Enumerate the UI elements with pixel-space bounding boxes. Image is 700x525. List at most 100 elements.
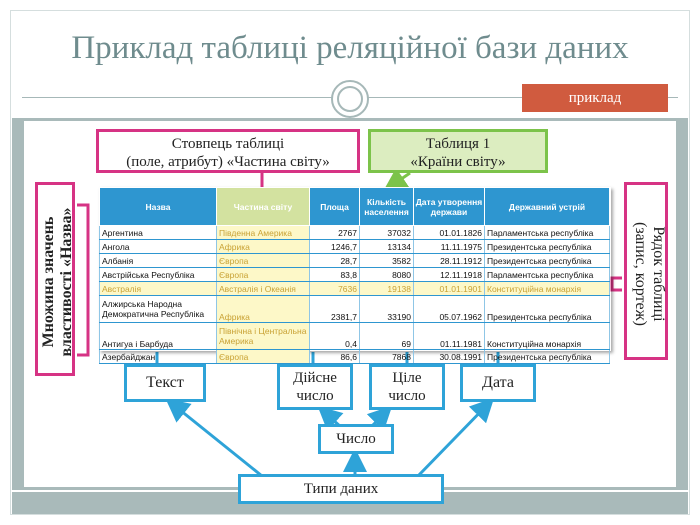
cell-continent: Африка: [216, 295, 310, 323]
table-callout: Таблиця 1 «Країни світу»: [368, 129, 548, 173]
cell-government: Президентська республіка: [484, 295, 610, 323]
cell-population: 33190: [359, 295, 414, 323]
date-type-box: Дата: [460, 364, 536, 402]
table-row: Ангола Африка 1246,7 13134 11.11.1975 Пр…: [99, 239, 610, 254]
cell-population: 69: [359, 322, 414, 350]
cell-name: Азербайджан: [99, 349, 217, 364]
cell-founded: 28.11.1912: [413, 253, 485, 268]
types-to-text-arrow: [165, 398, 263, 478]
value-set-callout: Множина значень властивості «Назва»: [35, 182, 75, 376]
real-type-box: Дійсне число: [277, 364, 353, 410]
row-bracket: [610, 276, 622, 292]
table-callout-line1: Таблиця 1: [425, 136, 491, 152]
header-founded: Дата утворення держави: [413, 187, 485, 226]
cell-government: Президентська республіка: [484, 239, 610, 254]
cell-continent: Південна Америка: [216, 225, 310, 240]
text-type-label: Текст: [146, 374, 184, 391]
number-type-box: Число: [318, 424, 394, 454]
cell-founded: 12.11.1918: [413, 267, 485, 282]
cell-government: Конституційна монархія: [484, 281, 610, 296]
table-callout-line2: «Країни світу»: [410, 154, 506, 170]
cell-continent: Європа: [216, 253, 310, 268]
slide-border: [10, 10, 690, 515]
cell-area: 1246,7: [309, 239, 360, 254]
cell-area: 2767: [309, 225, 360, 240]
cell-continent: Австралія і Океанія: [216, 281, 310, 296]
data-types-box: Типи даних: [238, 474, 444, 504]
cell-area: 7636: [309, 281, 360, 296]
table-row: Албанія Європа 28,7 3582 28.11.1912 През…: [99, 253, 610, 268]
real-type-line1: Дійсне: [293, 370, 337, 386]
row-callout: Рядок таблиці (запис, кортеж): [624, 182, 668, 360]
types-to-date-arrow: [416, 397, 495, 478]
cell-population: 37032: [359, 225, 414, 240]
cell-continent: Африка: [216, 239, 310, 254]
cell-area: 86,6: [309, 349, 360, 364]
row-callout-text: Рядок таблиці (запис, кортеж): [631, 185, 667, 363]
cell-area: 28,7: [309, 253, 360, 268]
column-callout: Стовпець таблиці (поле, атрибут) «Частин…: [96, 129, 360, 173]
data-types-label: Типи даних: [303, 481, 379, 497]
row-callout-line2: (запис, кортеж): [632, 222, 649, 326]
cell-government: Парламентська республіка: [484, 225, 610, 240]
column-callout-line1: Стовпець таблиці: [171, 136, 285, 152]
cell-name: Австрійська Республіка: [99, 267, 217, 282]
cell-founded: 30.08.1991: [413, 349, 485, 364]
table-row: Азербайджан Європа 86,6 7868 30.08.1991 …: [99, 349, 610, 364]
text-type-box: Текст: [124, 364, 206, 402]
column-callout-line2: (поле, атрибут) «Частина світу»: [126, 154, 330, 170]
cell-area: 83,8: [309, 267, 360, 282]
cell-government: Президентська республіка: [484, 253, 610, 268]
cell-continent: Європа: [216, 267, 310, 282]
countries-table: Назва Частина світу Площа Кількість насе…: [99, 187, 610, 364]
cell-name: Австралія: [99, 281, 217, 296]
header-population: Кількість населення: [359, 187, 414, 226]
cell-continent: Північна і Центральна Америка: [216, 322, 310, 350]
cell-government: Конституційна монархія: [484, 322, 610, 350]
value-set-callout-line2: властивості «Назва»: [58, 207, 75, 357]
cell-founded: 05.07.1962: [413, 295, 485, 323]
real-type-line2: число: [296, 388, 334, 404]
cell-population: 3582: [359, 253, 414, 268]
cell-name: Антигуа і Барбуда: [99, 322, 217, 350]
number-type-label: Число: [336, 431, 376, 447]
integer-type-line1: Ціле: [392, 370, 422, 386]
cell-area: 0,4: [309, 322, 360, 350]
cell-population: 19138: [359, 281, 414, 296]
table-row-highlighted: Австралія Австралія і Океанія 7636 19138…: [99, 281, 610, 296]
table-header-row: Назва Частина світу Площа Кількість насе…: [99, 187, 610, 226]
cell-founded: 01.11.1981: [413, 322, 485, 350]
table-row: Антигуа і Барбуда Північна і Центральна …: [99, 322, 610, 350]
cell-name: Алжирська Народна Демократична Республік…: [99, 295, 217, 323]
table-row: Аргентина Південна Америка 2767 37032 01…: [99, 225, 610, 240]
example-badge: приклад: [522, 84, 668, 112]
date-type-label: Дата: [482, 374, 514, 391]
table-row: Алжирська Народна Демократична Республік…: [99, 295, 610, 323]
cell-population: 8080: [359, 267, 414, 282]
cell-founded: 01.01.1826: [413, 225, 485, 240]
slide-title: Приклад таблиці реляційної бази даних: [71, 30, 629, 66]
cell-continent: Європа: [216, 349, 310, 364]
cell-population: 13134: [359, 239, 414, 254]
cell-government: Парламентська республіка: [484, 267, 610, 282]
header-government: Державний устрій: [484, 187, 610, 226]
value-set-callout-text: Множина значень властивості «Назва»: [40, 185, 76, 379]
cell-founded: 01.01.1901: [413, 281, 485, 296]
cell-name: Албанія: [99, 253, 217, 268]
value-set-bracket: [77, 203, 90, 357]
header-continent: Частина світу: [216, 187, 310, 226]
cell-name: Аргентина: [99, 225, 217, 240]
cell-area: 2381,7: [309, 295, 360, 323]
cell-founded: 11.11.1975: [413, 239, 485, 254]
cell-name: Ангола: [99, 239, 217, 254]
header-area: Площа: [309, 187, 360, 226]
integer-type-line2: число: [388, 388, 426, 404]
circle-ornament-inner-icon: [337, 86, 363, 112]
cell-population: 7868: [359, 349, 414, 364]
value-set-callout-line1: Множина значень: [40, 216, 57, 348]
row-callout-line1: Рядок таблиці: [650, 226, 667, 322]
header-name: Назва: [99, 187, 217, 226]
cell-government: Президентська республіка: [484, 349, 610, 364]
integer-type-box: Ціле число: [369, 364, 445, 410]
table-connector: [383, 167, 411, 192]
